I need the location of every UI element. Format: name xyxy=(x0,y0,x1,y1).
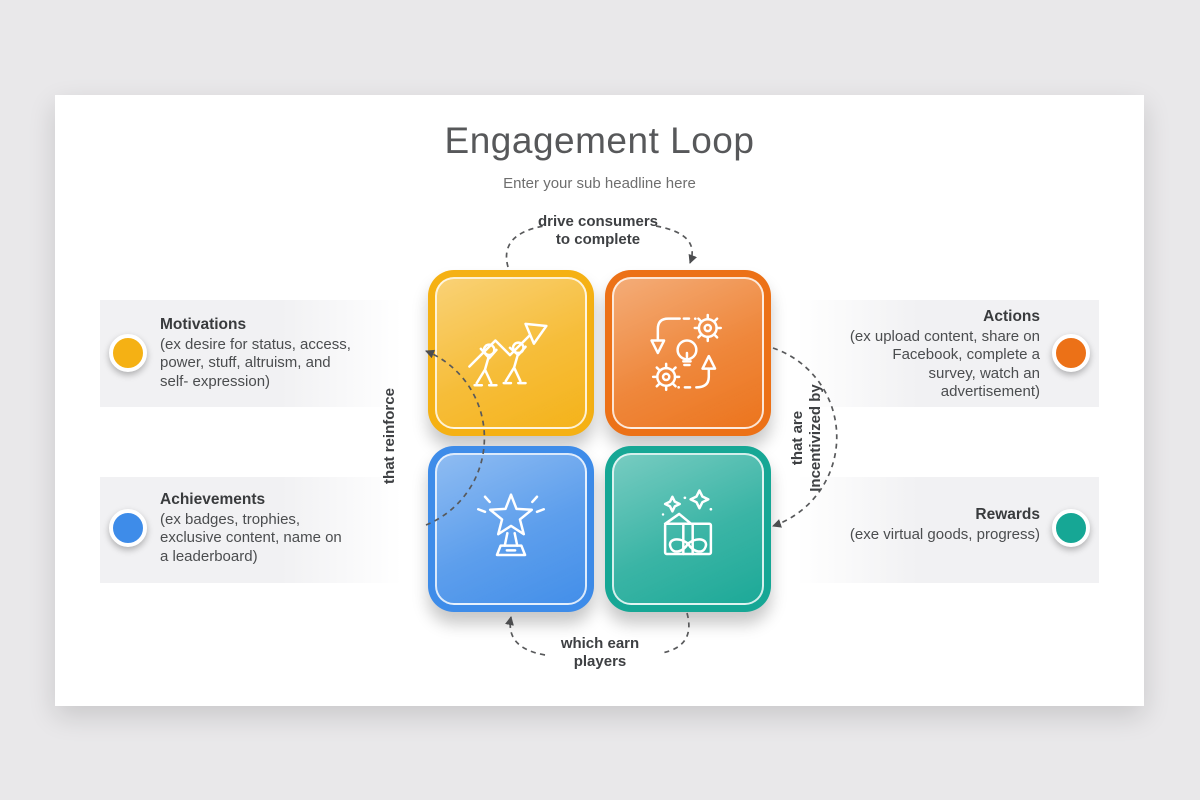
achievements-desc-line: (ex badges, trophies, xyxy=(160,510,301,528)
actions-card xyxy=(605,270,771,436)
actions-desc-line: advertisement) xyxy=(940,383,1040,400)
actions-desc-line: (ex upload content, share on xyxy=(849,327,1040,345)
flow-label-left: that reinforce xyxy=(381,388,398,484)
actions-label: Actions (ex upload content, share on Fac… xyxy=(812,308,1040,402)
motivations-desc-line: self- expression) xyxy=(160,372,271,390)
achievements-band xyxy=(100,477,402,583)
rewards-label: Rewards (exe virtual goods, progress) xyxy=(812,506,1040,544)
achievements-desc-line: a leaderboard) xyxy=(160,547,258,565)
slide-subtitle: Enter your sub headline here xyxy=(503,175,696,192)
achievements-title: Achievements xyxy=(160,491,266,508)
rewards-band xyxy=(797,477,1099,583)
motivations-title: Motivations xyxy=(160,316,247,333)
people-carrying-growth-arrow-icon xyxy=(468,322,548,387)
star-trophy-icon xyxy=(476,493,546,557)
gears-lightbulb-process-icon xyxy=(650,313,723,392)
achievements-card xyxy=(428,446,594,612)
achievements-bullet xyxy=(109,509,147,547)
motivations-label: Motivations (ex desire for status, acces… xyxy=(160,316,388,391)
achievements-card-surface xyxy=(435,453,587,605)
flow-label-bottom: which earn players xyxy=(560,635,640,670)
rewards-card xyxy=(605,446,771,612)
motivations-desc-line: power, stuff, altruism, and xyxy=(160,354,331,371)
flow-label-top: drive consumers to complete xyxy=(537,213,659,248)
achievements-label: Achievements (ex badges, trophies, exclu… xyxy=(160,491,388,566)
actions-card-surface xyxy=(612,277,764,429)
presentation-slide: Engagement Loop Enter your sub headline … xyxy=(55,95,1144,706)
rewards-card-surface xyxy=(612,453,764,605)
flow-label-right: that are Incentivized by xyxy=(789,384,824,492)
motivations-card-surface xyxy=(435,277,587,429)
motivations-bullet xyxy=(109,334,147,372)
gift-box-stars-icon xyxy=(661,489,713,556)
actions-title: Actions xyxy=(983,308,1040,325)
achievements-desc-line: exclusive content, name on xyxy=(160,529,342,546)
motivations-card xyxy=(428,270,594,436)
rewards-title: Rewards xyxy=(975,506,1040,523)
actions-bullet xyxy=(1052,334,1090,372)
motivations-band xyxy=(100,300,402,407)
actions-band xyxy=(797,300,1099,407)
rewards-desc-line: (exe virtual goods, progress) xyxy=(849,525,1040,543)
rewards-bullet xyxy=(1052,509,1090,547)
motivations-desc-line: (ex desire for status, access, xyxy=(160,335,351,353)
actions-desc-line: Facebook, complete a xyxy=(892,346,1040,363)
slide-title: Engagement Loop xyxy=(444,120,755,161)
actions-desc-line: survey, watch an xyxy=(928,364,1040,382)
